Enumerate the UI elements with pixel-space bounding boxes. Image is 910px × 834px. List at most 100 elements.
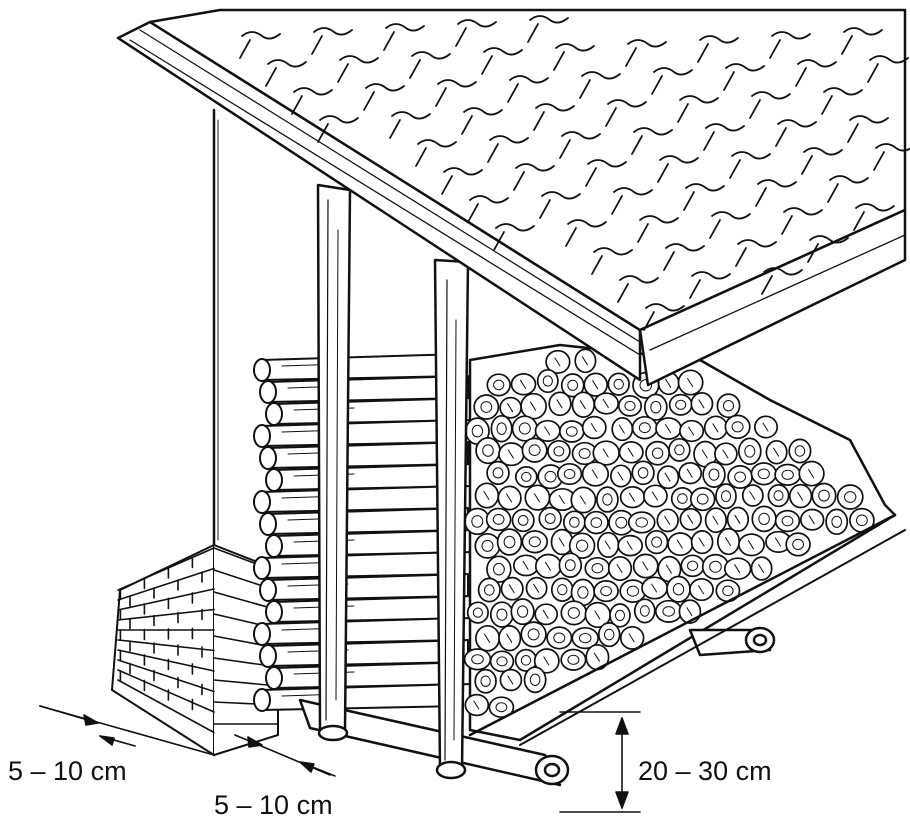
brick-course [117,567,215,601]
roof-shingle [565,227,577,247]
log-end [489,650,515,673]
wood-crack [749,491,756,500]
log-end [627,511,656,534]
roof-shingle [869,55,909,64]
wood-crack [593,652,600,662]
log-end [785,532,811,557]
log-end [670,487,694,511]
wood-crack [483,491,490,500]
roof-shingle [775,127,787,147]
roof-shingle [651,75,663,95]
roof-shingle [783,207,823,216]
roof-shingle [437,79,477,88]
wood-crack [687,378,694,387]
log-end [536,368,559,394]
roof-shingle [875,143,910,152]
log-end [473,394,500,420]
log-end [475,437,501,465]
wood-crack [530,401,537,411]
roof-shingle [711,211,751,220]
side-log-end [259,446,277,470]
roof-shingle [611,195,623,215]
roof-shingle [663,251,675,271]
wood-crack [651,583,658,593]
roof-shingle [363,91,375,111]
wood-crack [628,633,635,643]
log-end [556,462,583,486]
roof-shingle [457,19,497,28]
log-end [584,556,611,580]
roof-shingle [873,151,885,171]
wood-crack [508,584,515,594]
log-end [486,460,510,486]
wood-crack [627,447,634,457]
dimension-label-ground-clearance: 20 – 30 cm [638,756,772,786]
roof-shingle [365,83,405,92]
roof-shingle [723,71,735,91]
tree-ring [773,490,784,501]
roof-shingle [677,103,689,123]
roof-shingle [383,31,395,51]
tree-ring [520,655,532,666]
side-log-end [253,424,271,448]
roof-shingle [797,59,837,68]
tree-ring [844,491,857,503]
roof-shingle [801,155,813,175]
log-end [668,393,693,416]
tree-ring [637,467,649,479]
tree-ring [722,585,734,597]
roof-shingle [855,203,895,212]
brick-course [117,588,215,611]
roof-shingle [559,139,571,159]
roof-shingle [467,203,479,223]
roof-shingle [587,159,627,168]
tree-ring [495,702,508,713]
tree-ring [493,562,505,576]
roof-shingle [631,135,643,155]
wood-crack [543,656,550,666]
log-end [546,626,573,650]
side-log-end [253,688,271,712]
log-end [520,621,547,648]
log-end [486,373,511,397]
roof-shingle [579,79,591,99]
roof-shingle [691,271,731,280]
dimension-label-side-gap: 5 – 10 cm [214,790,333,820]
log-end [474,532,501,559]
tree-ring [577,586,589,599]
tree-ring [542,375,553,387]
roof-shingle [625,47,637,67]
roof-shingle [461,115,473,135]
roof-shingle [731,151,771,160]
roof-shingle [689,279,701,299]
log-end [466,601,489,624]
log-end [463,648,492,671]
side-log-end [265,534,283,558]
tree-ring [792,538,804,551]
wood-crack [522,560,529,570]
roof-shingle [803,147,843,156]
tree-ring [481,539,494,552]
roof-shingle [483,47,523,56]
roof-shingle [755,187,767,207]
roof-shingle [735,247,747,267]
roof-shingle [319,115,359,124]
wood-crack [808,515,815,525]
tree-ring [553,632,566,644]
wood-crack [542,609,549,619]
log-end [645,440,671,466]
ground-beams [298,513,906,787]
roof-shingle [389,119,401,139]
side-log-end [253,490,271,514]
roof-shingle [867,63,879,83]
tree-ring [518,422,531,435]
roof-shingle [685,183,725,192]
wood-crack [579,400,586,410]
roof-shingle [807,243,819,263]
tree-ring [517,515,529,526]
dimension-lines [39,705,641,813]
tree-ring [781,515,794,527]
tree-ring [723,400,734,412]
log-end [631,460,655,486]
